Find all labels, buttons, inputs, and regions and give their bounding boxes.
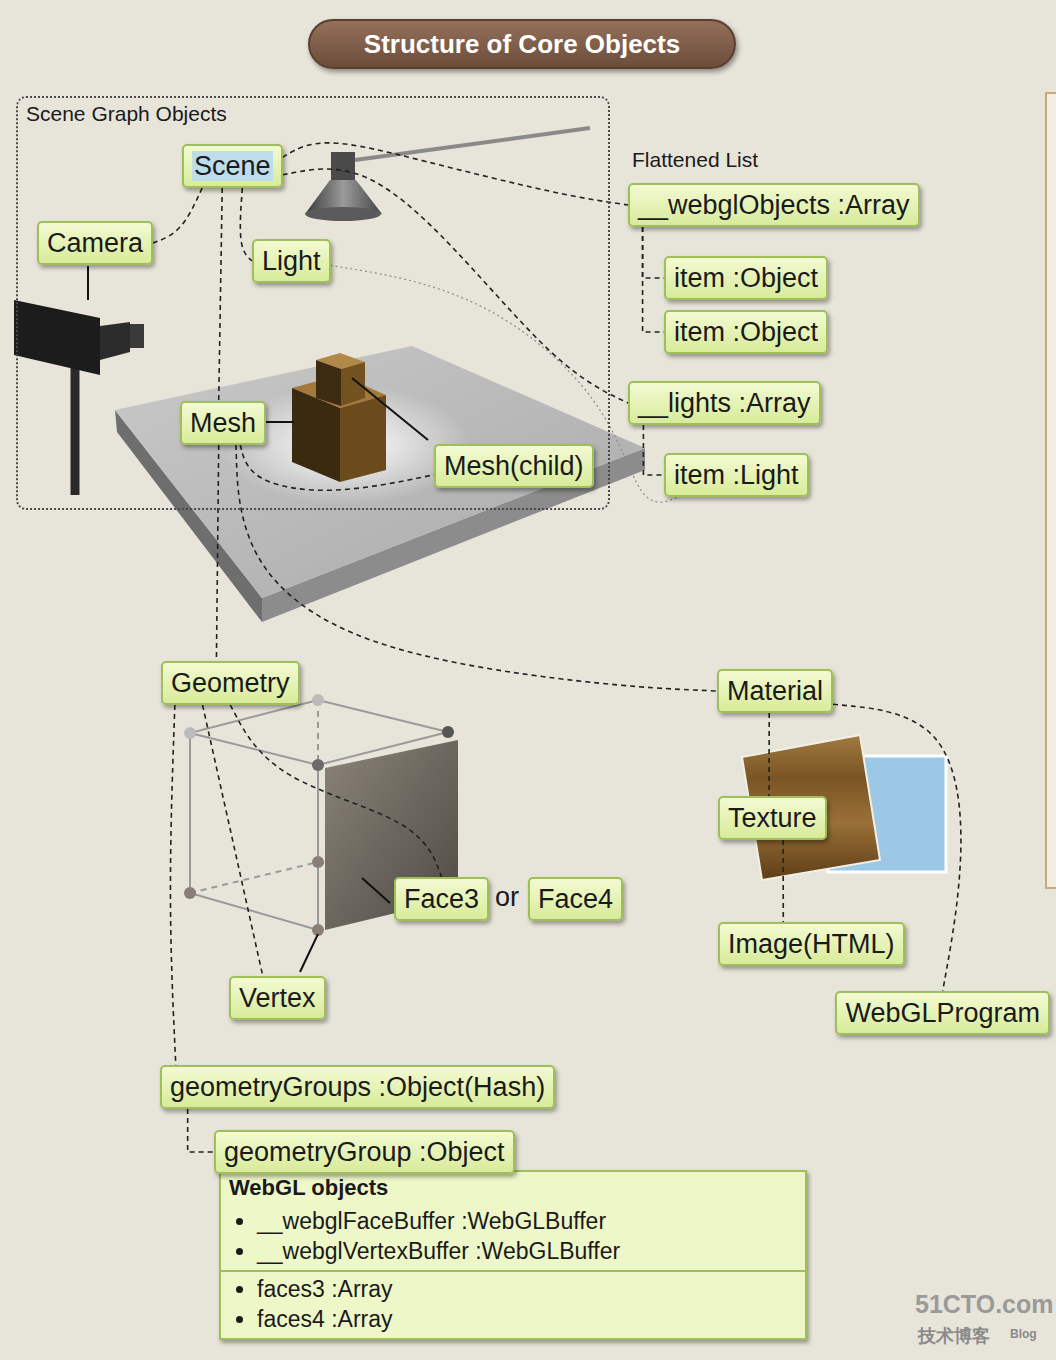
- box-label: Material: [727, 676, 823, 706]
- dashed-connector: [283, 169, 628, 403]
- image-box: Image(HTML): [718, 922, 905, 966]
- field-item: __webglFaceBuffer :WebGLBuffer: [257, 1206, 797, 1236]
- dashed-connector: [240, 188, 252, 261]
- box-label: Face4: [538, 884, 613, 914]
- leader-line: [352, 378, 428, 440]
- box-label: Camera: [47, 228, 143, 258]
- camera-lens: [130, 324, 144, 348]
- dashed-connector: [643, 227, 664, 332]
- mesh-child-box: Mesh(child): [434, 444, 594, 488]
- box-label: geometryGroups :Object(Hash): [170, 1072, 545, 1102]
- field-item: __webglVertexBuffer :WebGLBuffer: [257, 1236, 797, 1266]
- field-list: __webglFaceBuffer :WebGLBuffer__webglVer…: [221, 1204, 805, 1270]
- dashed-connector: [153, 188, 202, 243]
- mesh-box: Mesh: [180, 401, 266, 445]
- light-box: Light: [252, 239, 331, 283]
- box-label: Scene: [192, 151, 273, 181]
- watermark: Blog: [1010, 1327, 1037, 1341]
- watermark: 51CTO.com: [915, 1290, 1053, 1319]
- box-label: item :Object: [674, 263, 818, 293]
- group-box: geometryGroup :Object: [214, 1130, 515, 1174]
- leader-line: [362, 878, 390, 903]
- panel-heading: WebGL objects: [221, 1172, 805, 1204]
- leader-line: [266, 421, 294, 423]
- dashed-connector: [782, 840, 784, 922]
- hash-box: geometryGroups :Object(Hash): [160, 1065, 555, 1109]
- leader-line: [87, 266, 89, 300]
- box-label: Texture: [728, 803, 817, 833]
- dashed-connector: [643, 425, 664, 475]
- leader-line: [300, 934, 318, 972]
- item-box: item :Object: [664, 310, 828, 354]
- box-label: WebGLProgram: [845, 998, 1040, 1028]
- field-item: faces4 :Array: [257, 1304, 797, 1334]
- camera-body: [14, 300, 100, 375]
- cube-side: [341, 362, 365, 406]
- dashed-connector: [643, 227, 664, 278]
- dashed-connector: [188, 1109, 214, 1152]
- texture-box: Texture: [718, 796, 827, 840]
- dashed-connector: [230, 705, 441, 877]
- watermark: 技术博客: [918, 1324, 990, 1348]
- dotted-connector: [331, 265, 679, 502]
- cube-side: [316, 360, 341, 406]
- dashed-connector: [240, 445, 434, 490]
- cube-side: [340, 395, 386, 482]
- program-box: WebGLProgram: [835, 991, 1050, 1035]
- platform-top: [115, 346, 645, 598]
- box-label: Vertex: [239, 983, 316, 1013]
- lamp-rim: [305, 207, 381, 221]
- vertex-box: Vertex: [229, 976, 326, 1020]
- item-box: item :Light: [664, 453, 809, 497]
- field-list: faces3 :Arrayfaces4 :Array: [221, 1270, 805, 1338]
- item-box: item :Object: [664, 256, 828, 300]
- scene-graph-region: Scene Graph ObjectsSceneCameraLightMeshM…: [16, 96, 610, 510]
- array-box: __lights :Array: [628, 381, 821, 425]
- webgl-panel: WebGL objects__webglFaceBuffer :WebGLBuf…: [219, 1170, 807, 1340]
- or-label: or: [495, 882, 519, 913]
- field-item: faces3 :Array: [257, 1274, 797, 1304]
- box-label: Light: [262, 246, 321, 276]
- face-box: Face4: [528, 877, 623, 921]
- title-pill: Structure of Core Objects: [308, 19, 736, 69]
- box-label: __webglObjects :Array: [638, 190, 910, 220]
- camera-stand: [71, 355, 80, 495]
- box-label: geometryGroup :Object: [224, 1137, 505, 1167]
- material-box: Material: [717, 669, 833, 713]
- dashed-connector: [203, 705, 263, 976]
- array-box: __webglObjects :Array: [628, 183, 920, 227]
- box-label: Mesh: [190, 408, 256, 438]
- dashed-connector: [283, 143, 628, 205]
- box-label: item :Light: [674, 460, 799, 490]
- face-box: Face3: [394, 877, 489, 921]
- box-label: __lights :Array: [638, 388, 811, 418]
- lamp-body: [331, 152, 355, 182]
- box-label: Image(HTML): [728, 929, 895, 959]
- list-heading: Flattened List: [632, 148, 758, 172]
- box-label: Mesh(child): [444, 451, 584, 481]
- side-panel: [1046, 93, 1056, 888]
- scene-box: Scene: [182, 144, 283, 188]
- dashed-connector: [170, 705, 175, 1065]
- box-label: Face3: [404, 884, 479, 914]
- dashed-connector: [768, 713, 770, 796]
- dashed-connector: [216, 445, 218, 661]
- lamp-pole: [355, 128, 590, 160]
- region-heading: Scene Graph Objects: [26, 102, 227, 126]
- geometry-box: Geometry: [161, 661, 300, 705]
- camera-lens: [100, 322, 130, 360]
- dashed-connector: [236, 445, 717, 691]
- camera-box: Camera: [37, 221, 153, 265]
- box-label: item :Object: [674, 317, 818, 347]
- dashed-connector: [219, 188, 223, 401]
- box-label: Geometry: [171, 668, 290, 698]
